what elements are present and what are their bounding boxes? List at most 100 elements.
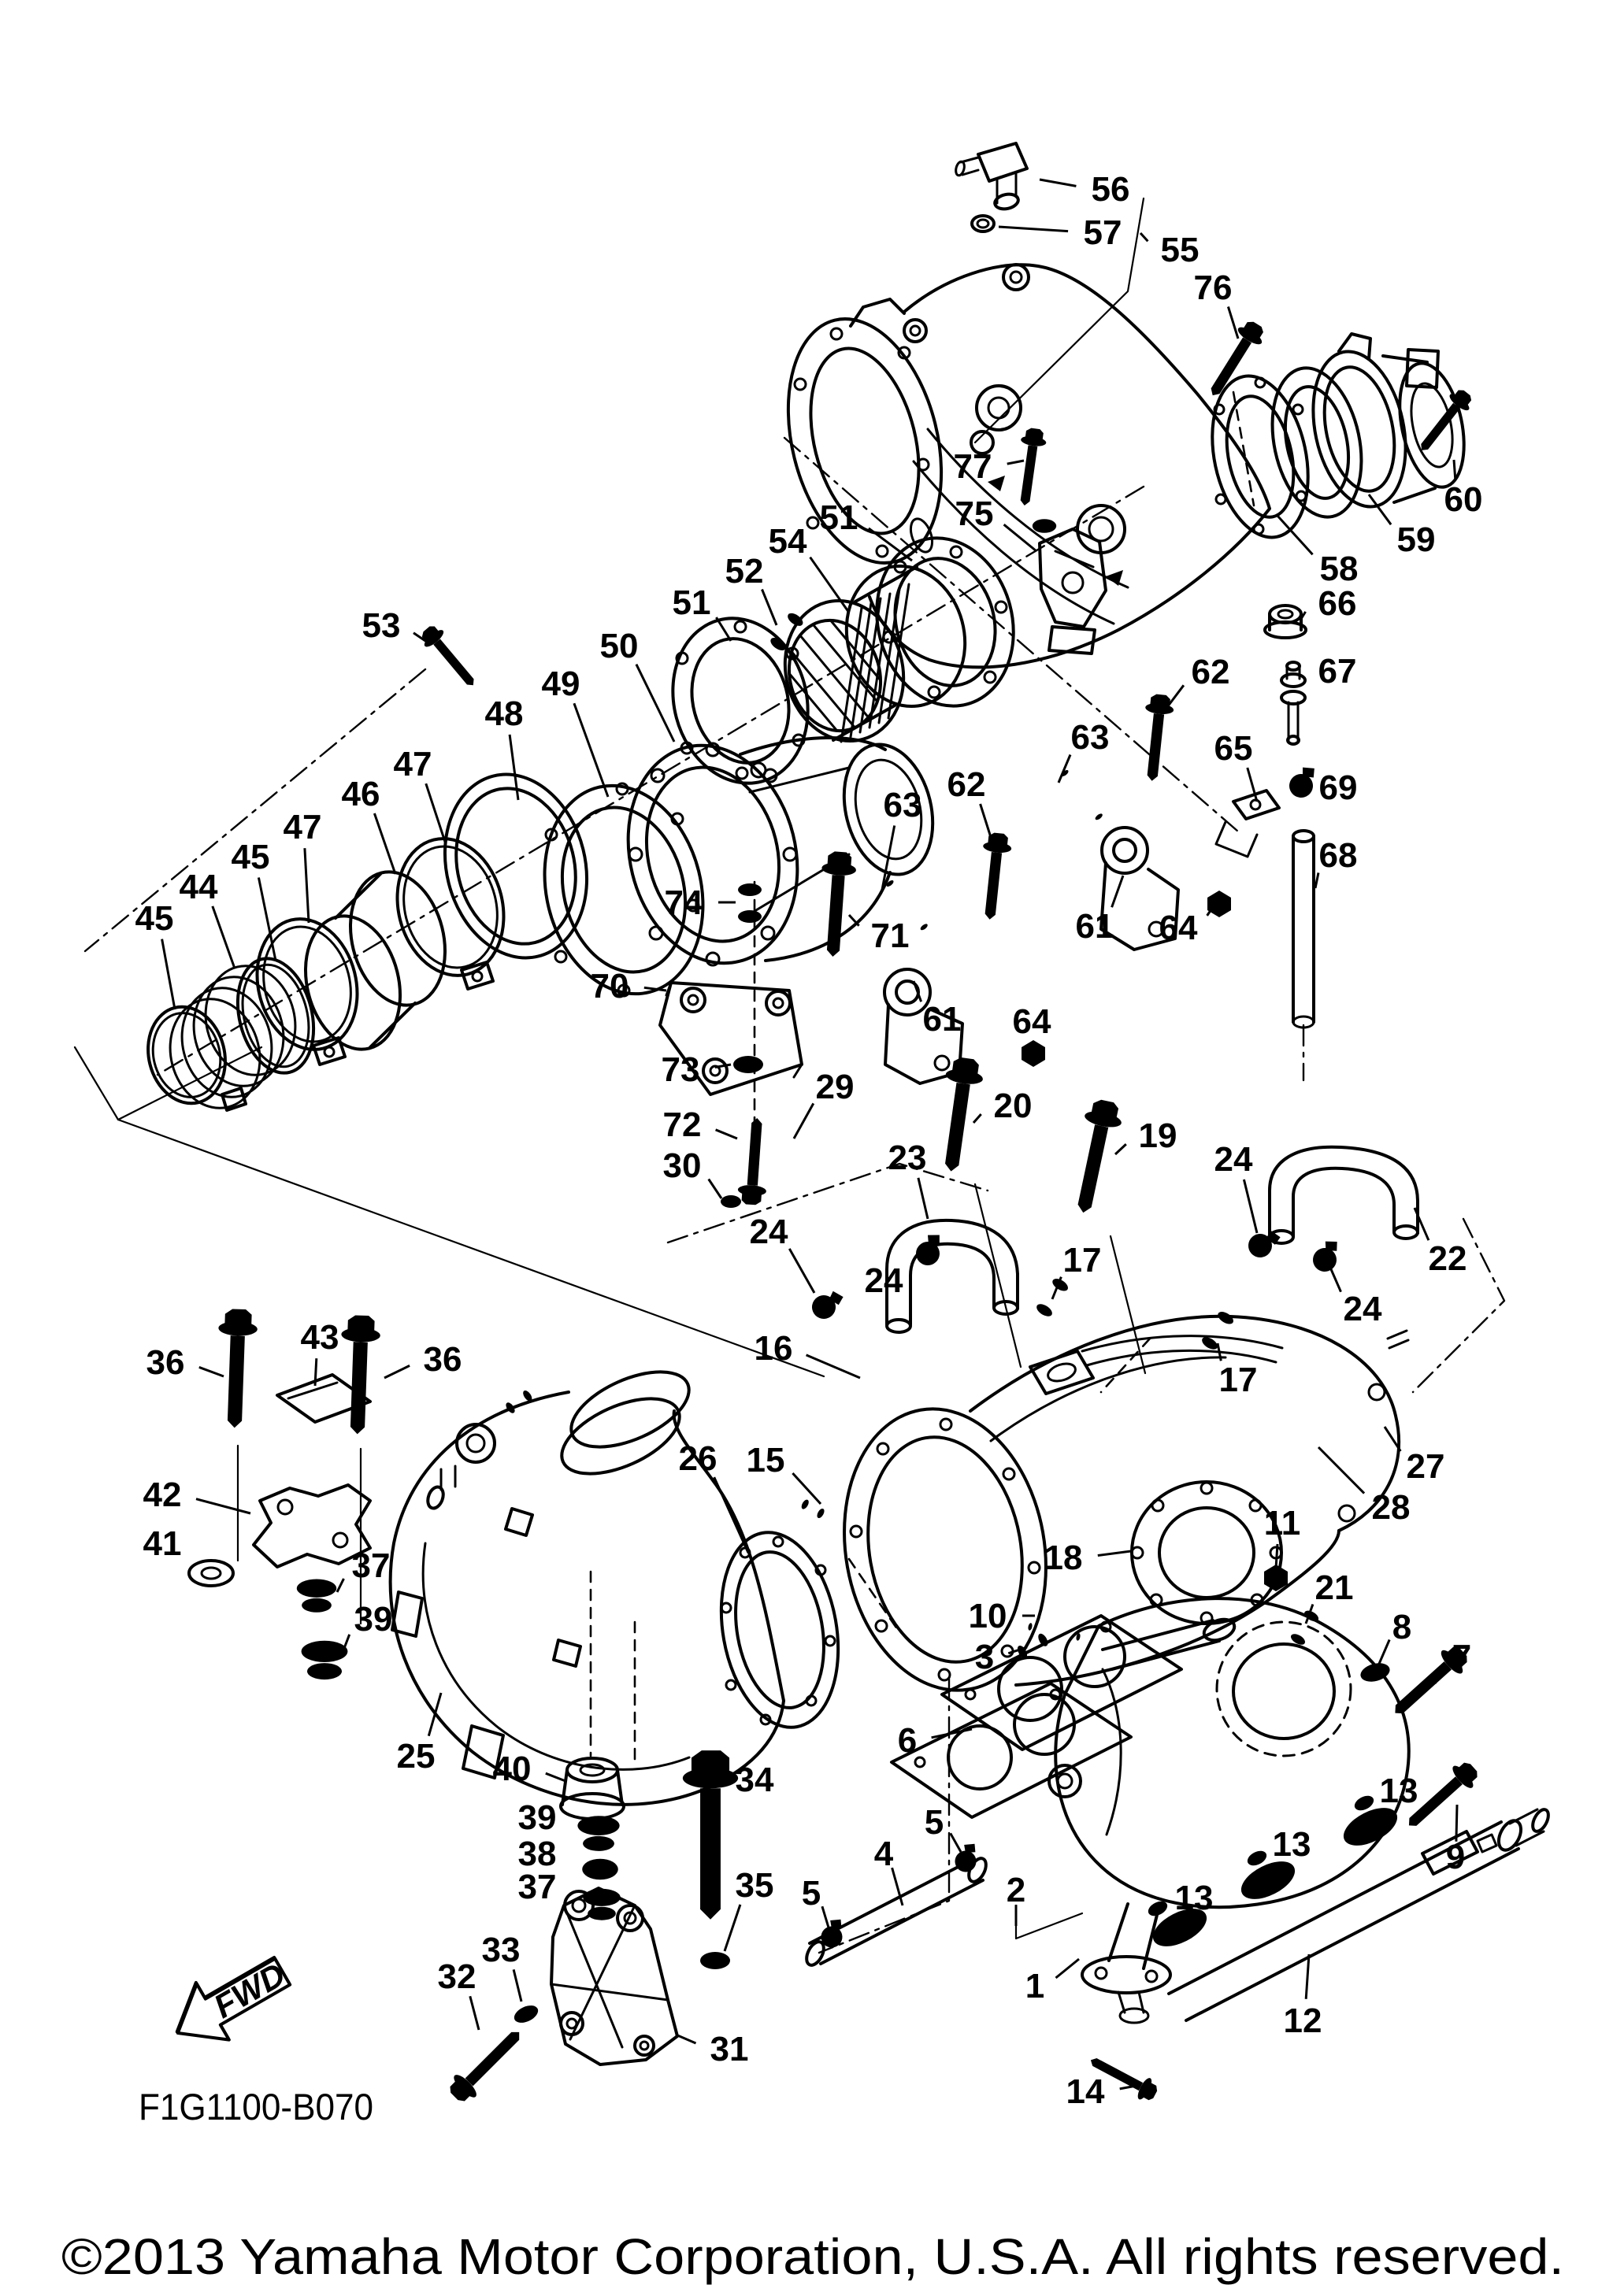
clamp-24a (810, 1284, 845, 1322)
grommet-39b (577, 1816, 620, 1851)
part-callout-54-23: 54 (769, 522, 807, 561)
part-callout-47-30: 47 (394, 745, 432, 783)
leader-line-75-5 (1003, 524, 1037, 553)
leader-line-70-38 (643, 986, 667, 992)
washer-30 (721, 1195, 741, 1208)
leader-line-16-53 (806, 1354, 861, 1379)
leader-line-47-30 (425, 783, 447, 845)
exploded-diagram-art: FWD (73, 142, 1550, 2108)
clamp-5b (814, 1913, 851, 1951)
part-callout-6-65: 6 (898, 1721, 917, 1760)
part-callout-18-56: 18 (1044, 1539, 1083, 1577)
clamp-24c (1245, 1223, 1282, 1262)
mount-hardware (187, 1308, 739, 2108)
washer-33 (511, 2002, 541, 2027)
part-callout-76-3: 76 (1194, 268, 1233, 307)
part-callout-56-0: 56 (1092, 170, 1130, 209)
part-callout-17-51: 17 (1063, 1241, 1102, 1279)
part-callout-12-70: 12 (1284, 2002, 1322, 2040)
bolt-72 (736, 1117, 772, 1206)
leader-line-21-60 (1304, 1603, 1315, 1624)
stud-63a (1060, 768, 1104, 821)
collar-74 (738, 883, 762, 923)
leader-line-48-29 (508, 734, 520, 801)
leader-line-11-59 (1274, 1543, 1279, 1569)
part-callout-36-77: 36 (146, 1343, 185, 1382)
part-callout-15-55: 15 (747, 1441, 785, 1479)
leader-line-31-93 (675, 2033, 697, 2045)
part-callout-34-89: 34 (736, 1761, 774, 1799)
part-callout-9-69: 9 (1446, 1838, 1465, 1876)
grommet-37a (296, 1579, 337, 1613)
part-callout-53-26: 53 (362, 606, 401, 645)
bolt-34 (682, 1750, 739, 1920)
leader-line-51-22 (868, 527, 913, 562)
part-callout-75-5: 75 (955, 494, 994, 533)
fwd-arrow: FWD (175, 1956, 292, 2042)
part-callout-37-88: 37 (518, 1868, 557, 1906)
clamp-24b (910, 1228, 948, 1269)
part-callout-64-21: 64 (1013, 1002, 1051, 1041)
part-callout-27-57: 27 (1407, 1447, 1445, 1486)
part-callout-73-39: 73 (662, 1050, 700, 1089)
part-callout-33-91: 33 (482, 1931, 521, 1969)
part-callout-67-10: 67 (1318, 652, 1357, 691)
leader-line-45-35 (161, 939, 176, 1010)
part-callout-48-29: 48 (485, 694, 524, 733)
part-callout-2-75: 2 (1007, 1871, 1025, 1909)
part-callout-16-53: 16 (755, 1329, 793, 1368)
part-callout-3-62: 3 (975, 1638, 994, 1676)
part-callout-14-71: 14 (1066, 2072, 1105, 2111)
leader-line-40-85 (545, 1772, 566, 1783)
leader-line-4-73 (891, 1867, 904, 1906)
leader-line-49-28 (573, 702, 610, 798)
part-callout-31-93: 31 (710, 2030, 749, 2068)
nut-64b (1022, 1040, 1045, 1067)
part-callout-66-9: 66 (1318, 584, 1357, 623)
part-callout-25-84: 25 (397, 1737, 436, 1776)
muffler-assembly (786, 142, 1477, 669)
pin-15 (799, 1498, 826, 1520)
leader-line-33-91 (512, 1969, 523, 2002)
leader-line-5-74 (821, 1905, 830, 1928)
leader-line-27-57 (1383, 1426, 1402, 1452)
part-callout-29-40: 29 (816, 1068, 855, 1106)
leader-line-62-11 (1166, 684, 1185, 708)
part-callout-13-66: 13 (1380, 1772, 1418, 1810)
part-callout-61-20: 61 (923, 1000, 962, 1039)
bolt-77 (1011, 427, 1048, 508)
leader-line-61-20 (912, 980, 923, 1002)
part-callout-59-7: 59 (1397, 520, 1436, 559)
part-callout-1-76: 1 (1025, 1967, 1044, 2005)
part-callout-62-16: 62 (947, 765, 986, 804)
part-callout-68-15: 68 (1319, 836, 1358, 875)
exhaust-elbow (719, 1314, 1410, 1729)
nut-64a (1207, 891, 1231, 917)
part-callout-45-35: 45 (135, 899, 174, 938)
part-callout-39-86: 39 (518, 1798, 557, 1837)
part-callout-40-85: 40 (493, 1750, 532, 1788)
leader-line-73-39 (714, 1063, 732, 1068)
leader-line-37-82 (336, 1578, 345, 1593)
part-callout-5-74: 5 (802, 1874, 821, 1913)
leader-line-14-71 (1119, 2083, 1141, 2090)
bolt-53 (417, 621, 483, 693)
leader-line-44-34 (211, 905, 236, 969)
clamp-24d (1307, 1235, 1345, 1275)
leader-line-36-77 (198, 1365, 224, 1378)
part-callout-41-81: 41 (143, 1524, 182, 1563)
part-callout-10-61: 10 (969, 1597, 1007, 1635)
bolt-32 (443, 2021, 530, 2108)
part-callout-24-47: 24 (865, 1261, 903, 1300)
bolt-71 (815, 850, 858, 958)
leader-line-50-27 (635, 664, 676, 742)
part-callout-69-14: 69 (1319, 768, 1358, 807)
part-callout-71-37: 71 (871, 917, 910, 955)
part-callout-13-68: 13 (1175, 1879, 1214, 1917)
part-callout-7-64: 7 (1452, 1638, 1471, 1676)
part-callout-63-12: 63 (1071, 718, 1110, 757)
leader-line-32-92 (469, 1995, 480, 2031)
leader-line-23-45 (917, 1177, 929, 1220)
